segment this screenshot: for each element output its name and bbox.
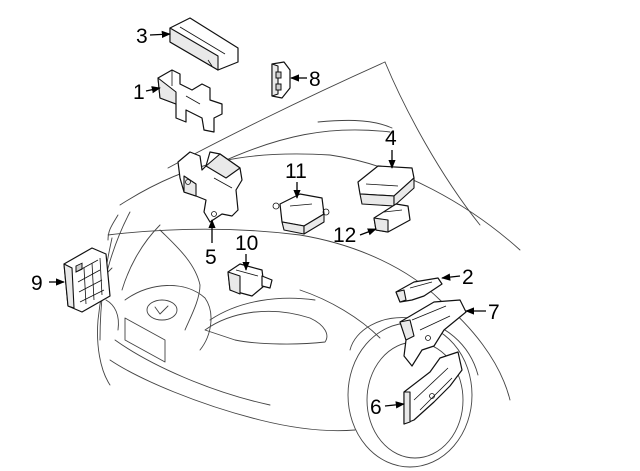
callout-11: 11 <box>285 160 307 183</box>
part-3-cover <box>169 17 239 71</box>
callout-4: 4 <box>385 127 397 150</box>
callout-6: 6 <box>370 396 382 419</box>
callout-10: 10 <box>235 232 258 255</box>
callout-8: 8 <box>309 68 321 91</box>
part-8-connector <box>271 61 291 99</box>
part-6-bracket <box>403 351 463 425</box>
callout-5: 5 <box>205 246 217 269</box>
part-10-connector <box>227 263 273 297</box>
callout-labels: 3 1 8 4 11 5 12 10 2 9 7 6 <box>31 25 500 419</box>
callout-9: 9 <box>31 272 43 295</box>
part-5-bracket <box>177 151 243 223</box>
part-2-bracket <box>395 277 443 303</box>
part-12-module <box>373 203 411 233</box>
callout-12: 12 <box>333 224 356 247</box>
callout-1: 1 <box>133 81 145 104</box>
part-9-ecu <box>63 247 111 313</box>
callout-3: 3 <box>136 25 148 48</box>
vehicle-outline <box>97 61 521 468</box>
callout-2: 2 <box>462 266 474 289</box>
part-7-bracket <box>399 299 467 367</box>
part-1-bracket <box>157 69 223 133</box>
leader-lines <box>49 30 486 409</box>
part-4-ecu-box <box>357 165 415 207</box>
callout-7: 7 <box>488 301 500 324</box>
part-11-sensor <box>272 193 330 235</box>
